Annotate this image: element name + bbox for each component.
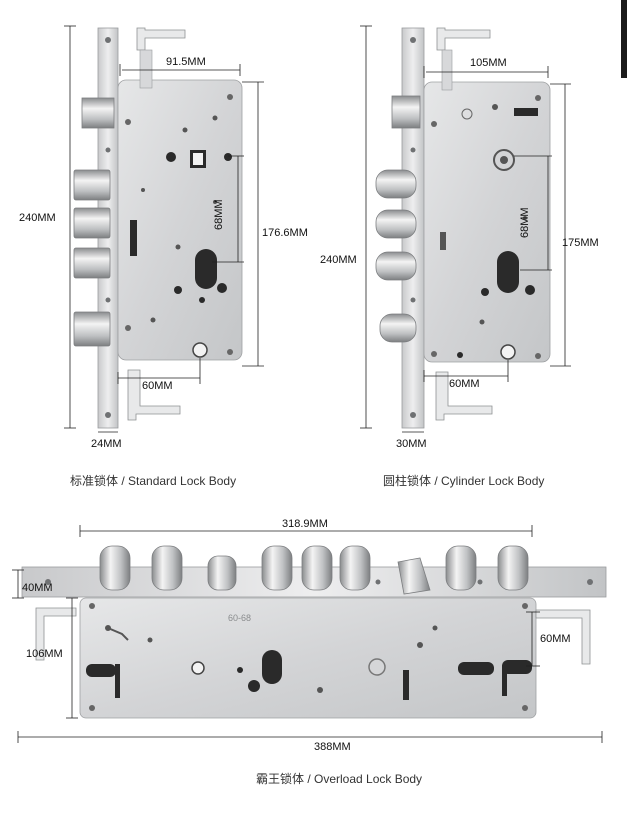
cylinder-dim-faceplate: 30MM bbox=[396, 438, 427, 450]
cylinder-dim-height: 240MM bbox=[320, 254, 357, 266]
standard-lock-body: 91.5MM 240MM 68MM 176.6MM 60MM 24MM bbox=[19, 25, 308, 450]
standard-dim-width: 91.5MM bbox=[166, 56, 206, 68]
overload-dim-width: 318.9MM bbox=[282, 518, 328, 530]
standard-dim-center: 68MM bbox=[213, 199, 225, 230]
overload-dim-left-top: 40MM bbox=[22, 582, 53, 594]
cylinder-dim-right: 175MM bbox=[562, 237, 599, 249]
overload-caption: 霸王锁体 / Overload Lock Body bbox=[256, 772, 423, 786]
cylinder-dim-width: 105MM bbox=[470, 57, 507, 69]
overload-lock-body: 60-68 318.9MM 40MM 106MM 60MM 388MM bbox=[12, 518, 607, 753]
plate-marking: 60-68 bbox=[228, 613, 251, 623]
standard-dim-right: 176.6MM bbox=[262, 227, 308, 239]
cylinder-caption: 圆柱锁体 / Cylinder Lock Body bbox=[383, 474, 545, 488]
cylinder-dim-center: 68MM bbox=[519, 207, 531, 238]
cylinder-dim-bottom: 60MM bbox=[449, 378, 480, 390]
overload-dim-left-height: 106MM bbox=[26, 648, 63, 660]
standard-dim-faceplate: 24MM bbox=[91, 438, 122, 450]
standard-caption: 标准锁体 / Standard Lock Body bbox=[70, 474, 237, 488]
overload-dim-right: 60MM bbox=[540, 633, 571, 645]
cylinder-lock-body: 105MM 240MM 68MM 175MM 60MM 30MM bbox=[320, 25, 599, 450]
edge-bar bbox=[621, 0, 627, 78]
standard-dim-bottom: 60MM bbox=[142, 380, 173, 392]
overload-dim-total: 388MM bbox=[314, 741, 351, 753]
standard-dim-height: 240MM bbox=[19, 212, 56, 224]
